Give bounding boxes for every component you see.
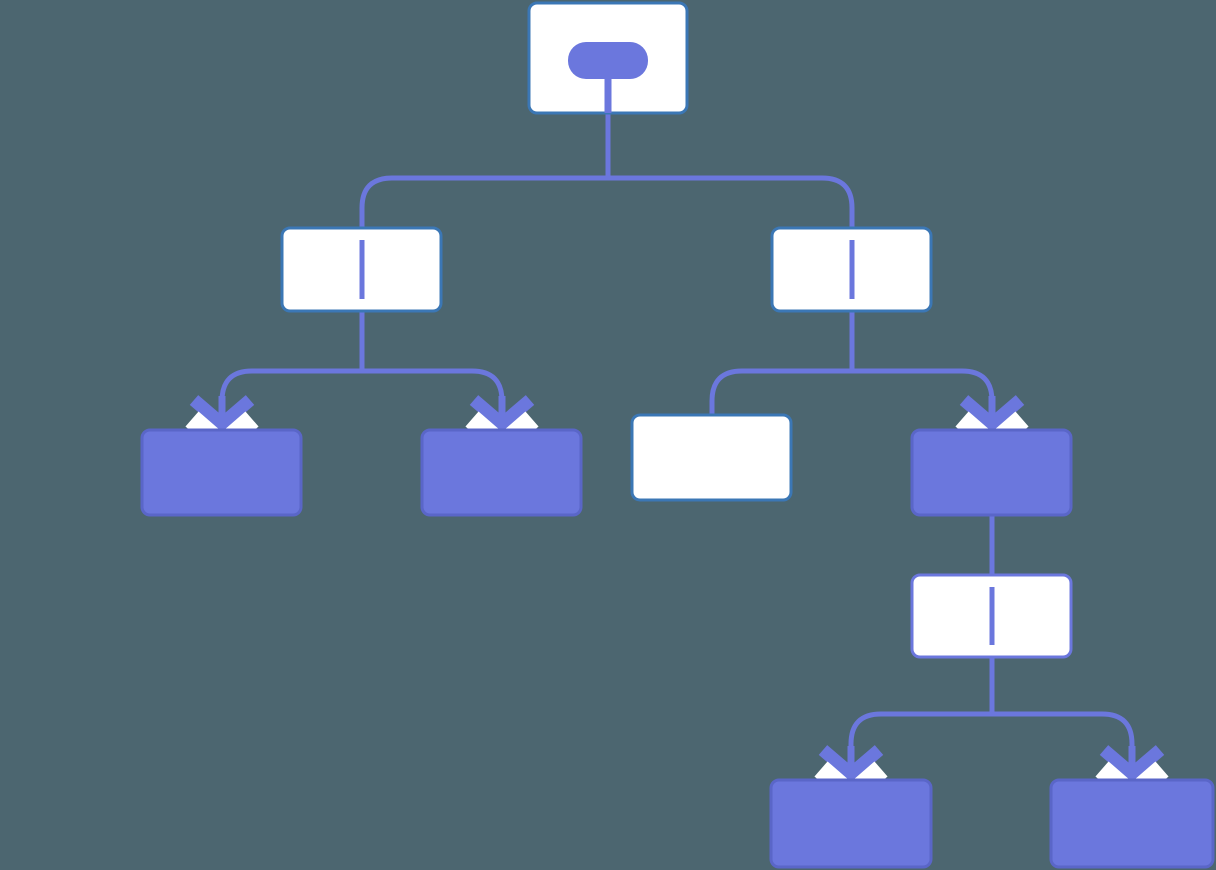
level3-node-b-shape[interactable] bbox=[420, 428, 583, 517]
level5-node-b[interactable] bbox=[1049, 778, 1215, 869]
root-pill-shape bbox=[568, 42, 648, 79]
level5-node-a-shape[interactable] bbox=[769, 778, 933, 869]
edge-level4-a-to-level5-b[interactable] bbox=[989, 657, 1135, 782]
edge-root-to-level2-left[interactable] bbox=[359, 113, 611, 228]
level3-node-c-shape[interactable] bbox=[630, 413, 793, 502]
level3-node-c[interactable] bbox=[630, 413, 793, 502]
level3-node-d-shape[interactable] bbox=[910, 428, 1073, 517]
level5-node-b-shape[interactable] bbox=[1049, 778, 1215, 869]
level3-node-a-shape[interactable] bbox=[140, 428, 303, 517]
level3-node-a[interactable] bbox=[140, 428, 303, 517]
level3-node-b[interactable] bbox=[420, 428, 583, 517]
edge-level2-right-to-level3-c[interactable] bbox=[709, 311, 855, 415]
level5-node-a[interactable] bbox=[769, 778, 933, 869]
root-pill-marker bbox=[568, 42, 648, 113]
level3-node-d[interactable] bbox=[910, 428, 1073, 517]
edge-level4-a-to-level5-a[interactable] bbox=[848, 657, 995, 782]
decoration-layer bbox=[568, 42, 648, 113]
node-layer bbox=[140, 1, 1215, 869]
edge-root-to-level2-right[interactable] bbox=[605, 113, 855, 228]
edge-layer bbox=[219, 113, 1135, 782]
through-line-layer bbox=[359, 240, 995, 645]
